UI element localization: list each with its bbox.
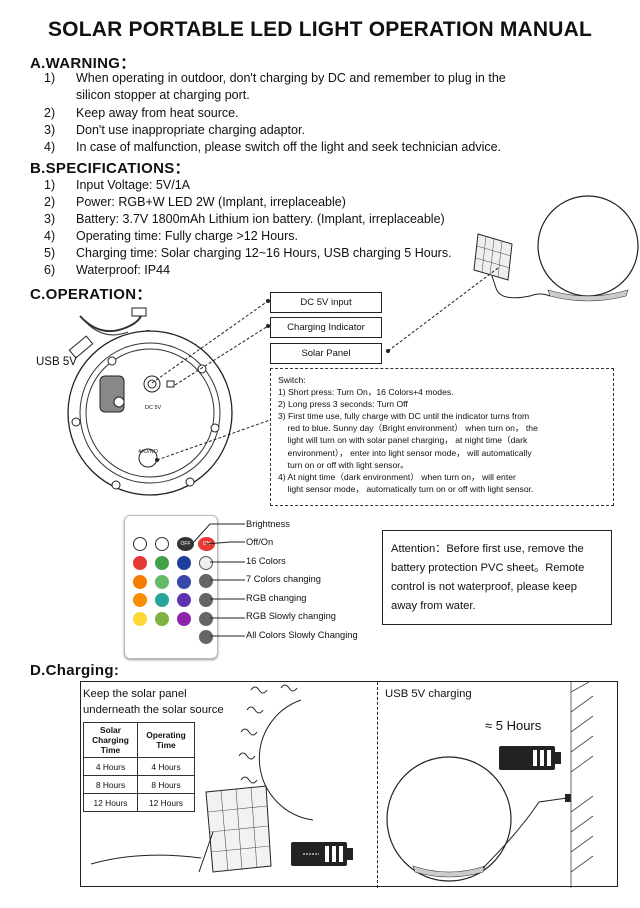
switch-line: 3) First time use, fully charge with DC … [278,411,530,422]
warning-heading: A.WARNING： [30,55,136,72]
remote-label-rgb-slow: RGB Slowly changing [246,611,336,621]
warning-item: 3)Don't use inappropriate charging adapt… [44,123,305,137]
brightness-up-icon[interactable] [133,537,147,551]
remote-control: OFF ON [124,515,218,659]
solar-caption: Keep the solar panel underneath the sola… [83,688,224,716]
color-button[interactable] [177,611,191,626]
color-button[interactable] [155,556,169,570]
switch-line: light will turn on with solar panel char… [278,435,528,446]
solar-charging-illustration [90,684,353,873]
switch-line: Switch: [278,375,306,385]
color-button[interactable] [155,574,169,589]
solar-panel-icon [198,785,272,873]
page-title: SOLAR PORTABLE LED LIGHT OPERATION MANUA… [47,18,593,41]
operation-heading: C.OPERATION： [30,286,152,303]
callout-charging-indicator: Charging Indicator [270,317,382,338]
remote-label-brightness: Brightness [246,519,290,529]
color-button[interactable] [177,556,191,570]
color-button[interactable] [155,611,169,626]
brightness-down-icon[interactable] [155,537,169,551]
wall-icon [570,682,594,888]
warning-item: 4)In case of malfunction, please switch … [44,140,502,154]
white-button[interactable] [199,556,213,570]
color-button[interactable] [177,574,191,589]
mode-rgb-slow-button[interactable] [199,612,213,626]
color-button[interactable] [133,593,147,607]
spec-item: 3)Battery: 3.7V 1800mAh Lithium ion batt… [44,212,445,226]
color-button[interactable] [133,574,147,589]
device-base-illustration [67,307,233,496]
remote-label-16-colors: 16 Colors [246,556,286,566]
switch-line: light sensor mode， automatically turn on… [278,483,534,494]
remote-label-all-slow: All Colors Slowly Changing [246,630,358,640]
spec-item: 6)Waterproof: IP44 [44,263,171,277]
charging-panel: Keep the solar panel underneath the sola… [80,681,618,888]
callout-dc-input: DC 5V input [270,292,382,313]
charging-heading: D.Charging: [30,662,120,679]
warning-item: 1)When operating in outdoor, don't charg… [44,71,506,85]
mode-all-slow-button[interactable] [199,630,213,644]
switch-label: 4#D/NO [138,449,158,455]
spec-item: 2)Power: RGB+W LED 2W (Implant, irreplac… [44,195,346,209]
usb-caption: USB 5V charging [385,688,472,700]
switch-line: 4) At night time（dark environment） when … [278,471,516,482]
spec-item: 5)Charging time: Solar charging 12~16 Ho… [44,246,452,260]
warning-item-cont: silicon stopper at charging port. [76,88,250,102]
battery-icon [499,746,561,770]
usb-charging-illustration [386,682,594,888]
charging-time-table: Solar Charging Time Operating Time 4 Hou… [83,722,195,812]
remote-label-off-on: Off/On [246,537,274,547]
mode-rgb-button[interactable] [199,593,213,607]
switch-line: 2) Long press 3 seconds: Turn Off [278,399,408,410]
remote-leader-lines [191,523,245,637]
remote-label-rgb: RGB changing [246,593,307,603]
solar-panel-icon [473,233,513,289]
switch-line: environment）， enter into light sensor mo… [278,447,532,458]
off-button[interactable]: OFF [177,537,194,551]
battery-icon [291,842,353,866]
usb-label: USB 5V [36,356,77,368]
remote-label-7-colors: 7 Colors changing [246,574,321,584]
spec-item: 4)Operating time: Fully charge >12 Hours… [44,229,298,243]
switch-line: turn on or off with light sensor。 [278,459,409,470]
dc-label: DC 5V [145,405,162,411]
product-illustration [473,195,639,302]
attention-note: Attention：Before first use, remove the b… [382,530,612,625]
color-button[interactable] [133,611,147,626]
callout-lines [151,267,499,462]
warning-item: 2)Keep away from heat source. [44,106,239,120]
color-button[interactable] [155,593,169,607]
switch-line: red to blue. Sunny day（Bright environmen… [278,423,538,434]
switch-instructions: Switch: 1) Short press: Turn On，16 Color… [270,368,614,506]
callout-solar-panel: Solar Panel [270,343,382,364]
mode-7colors-button[interactable] [199,574,213,588]
specifications-heading: B.SPECIFICATIONS： [30,160,190,177]
usb-time: ≈ 5 Hours [485,718,542,733]
color-button[interactable] [133,556,147,570]
switch-line: 1) Short press: Turn On，16 Colors+4 mode… [278,387,454,398]
spec-item: 1)Input Voltage: 5V/1A [44,178,190,192]
color-button[interactable] [177,593,191,607]
panel-divider [377,682,378,888]
